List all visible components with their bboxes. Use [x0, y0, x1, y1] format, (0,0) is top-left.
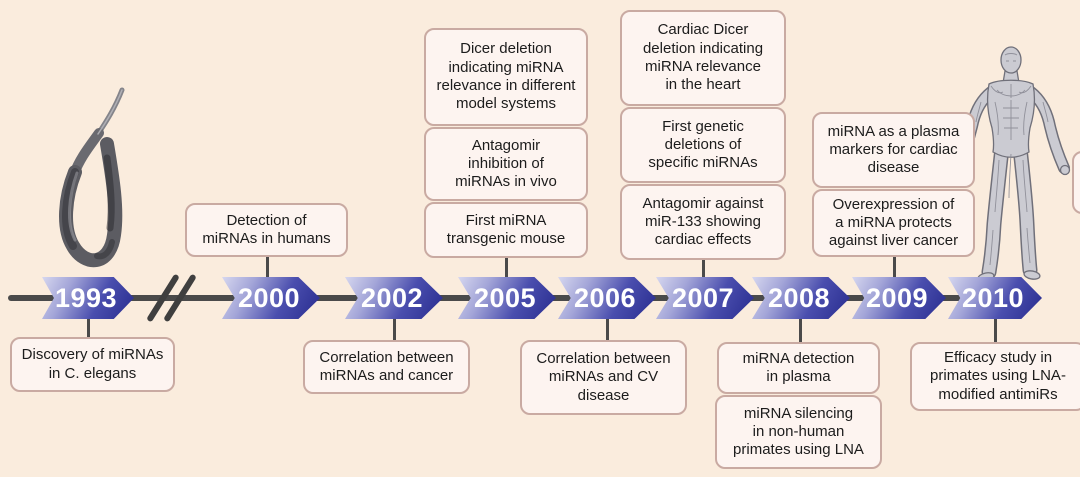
event-box-2007-genetic-deletions: First genetic deletions of specific miRN…	[620, 107, 786, 183]
year-label: 2000	[237, 282, 301, 313]
connector-line	[702, 259, 705, 280]
year-label: 2005	[473, 282, 537, 313]
connector-line	[994, 316, 997, 343]
event-box-2000-detection: Detection of miRNAs in humans	[185, 203, 348, 257]
year-marker-2002: 2002	[345, 277, 443, 319]
connector-line	[893, 255, 896, 280]
connector-line	[606, 316, 609, 342]
connector-line	[799, 316, 802, 343]
year-label: 2007	[671, 282, 735, 313]
event-box-2009-overexpression: Overexpression of a miRNA protects again…	[812, 189, 975, 257]
event-box-2006-cv-disease: Correlation between miRNAs and CV diseas…	[520, 340, 687, 415]
year-label: 2008	[767, 282, 831, 313]
year-marker-2005: 2005	[458, 277, 556, 319]
event-box-2008-lna-silencing: miRNA silencing in non-human primates us…	[715, 395, 882, 469]
year-marker-2000: 2000	[222, 277, 320, 319]
event-box-2005-transgenic-mouse: First miRNA transgenic mouse	[424, 202, 588, 258]
human-anatomy-illustration	[950, 46, 1071, 282]
event-box-2008-plasma-detection: miRNA detection in plasma	[717, 342, 880, 394]
connector-line	[87, 316, 90, 339]
year-label: 2009	[865, 282, 929, 313]
year-label: 2010	[961, 282, 1025, 313]
event-box-2005-antagomir: Antagomir inhibition of miRNAs in vivo	[424, 127, 588, 201]
event-box-2009-plasma-markers: miRNA as a plasma markers for cardiac di…	[812, 112, 975, 188]
year-label: 2002	[360, 282, 424, 313]
year-marker-2006: 2006	[558, 277, 656, 319]
connector-line	[393, 316, 396, 342]
event-box-2005-dicer-deletion: Dicer deletion indicating miRNA relevanc…	[424, 28, 588, 126]
event-box-1993-discovery: Discovery of miRNAs in C. elegans	[10, 337, 175, 392]
connector-line	[266, 256, 269, 280]
year-marker-2008: 2008	[752, 277, 850, 319]
year-label: 2006	[573, 282, 637, 313]
c-elegans-worm-illustration	[59, 87, 125, 268]
partial-event-box-right-edge	[1072, 151, 1080, 214]
event-box-2007-antagomir-mir133: Antagomir against miR-133 showing cardia…	[620, 184, 786, 260]
connector-line	[505, 257, 508, 280]
event-box-2007-cardiac-dicer: Cardiac Dicer deletion indicating miRNA …	[620, 10, 786, 106]
event-box-2010-efficacy: Efficacy study in primates using LNA- mo…	[910, 342, 1080, 411]
year-marker-2010: 2010	[948, 277, 1042, 319]
year-label: 1993	[54, 282, 118, 313]
year-marker-2007: 2007	[656, 277, 754, 319]
event-box-2002-cancer: Correlation between miRNAs and cancer	[303, 340, 470, 394]
year-marker-1993: 1993	[42, 277, 134, 319]
year-marker-2009: 2009	[852, 277, 946, 319]
